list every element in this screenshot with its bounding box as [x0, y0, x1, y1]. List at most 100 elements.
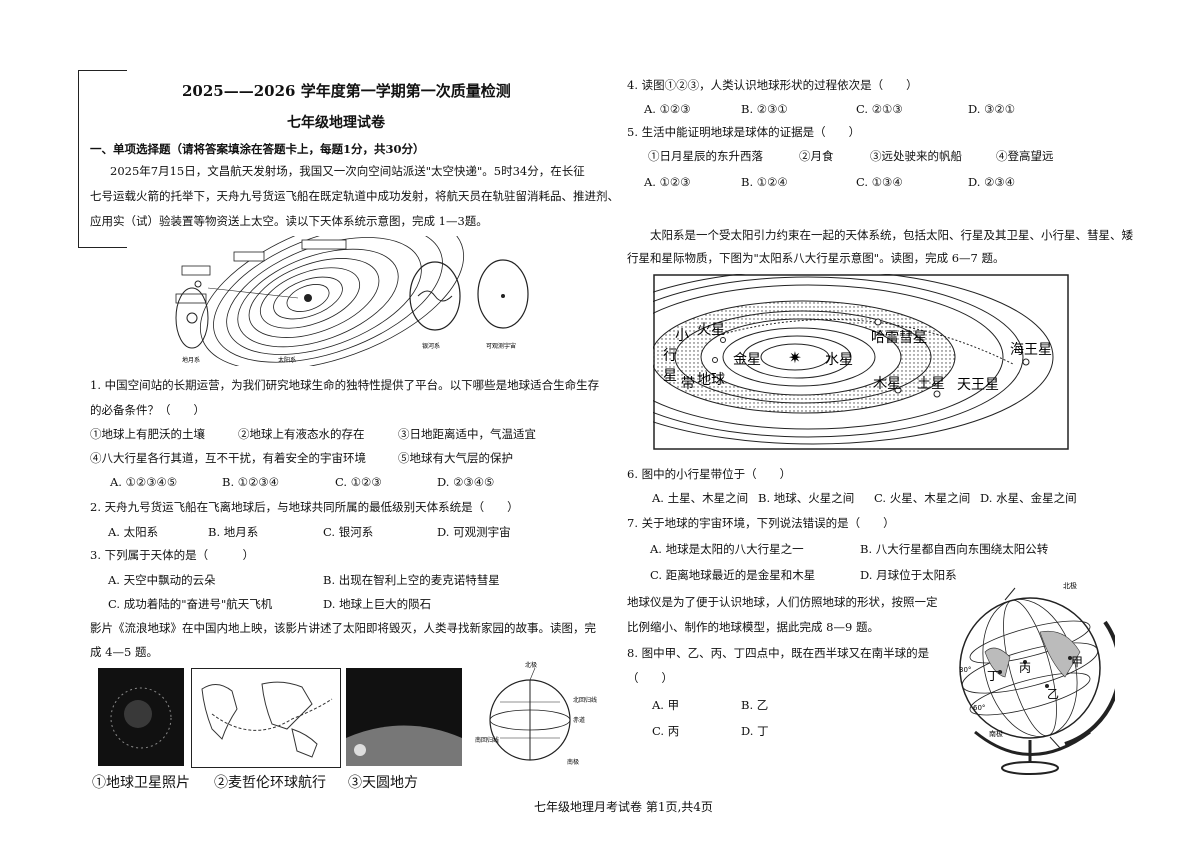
q4-stem: 4. 读图①②③，人类认识地球形状的过程依次是（ ） — [627, 78, 918, 92]
q1-condition-4: ④八大行星各行其道，互不干扰，有着安全的宇宙环境 — [90, 451, 366, 465]
latitude-globe-figure: 北极 南极 赤道 北回归线 南回归线 — [475, 661, 597, 766]
q6-option-c[interactable]: C. 火星、木星之间 — [874, 491, 971, 505]
q3-option-a[interactable]: A. 天空中飘动的云朵 — [108, 573, 216, 587]
q5-option-c[interactable]: C. ①③④ — [856, 175, 903, 189]
q5-option-b[interactable]: B. ①②④ — [741, 175, 788, 189]
intro-line-1: 2025年7月15日，文昌航天发射场，我国又一次向空间站派送"太空快递"。5时3… — [110, 164, 585, 178]
sky-dome-image — [346, 668, 462, 766]
globe2-label-tropic-cancer: 北回归线 — [573, 696, 597, 704]
globe-label-bing: 丙 — [1019, 661, 1031, 675]
intro-line-3: 应用实（试）验装置等物资送上太空。读以下天体系统示意图，完成 1—3题。 — [90, 214, 488, 228]
jupiter-label: 木星 — [873, 376, 901, 392]
q7-option-b[interactable]: B. 八大行星都自西向东围绕太阳公转 — [860, 542, 1049, 556]
q3-option-c[interactable]: C. 成功着陆的"奋进号"航天飞机 — [108, 597, 273, 611]
mercury-label: 水星 — [825, 352, 853, 368]
q1-option-b[interactable]: B. ①②③④ — [222, 475, 280, 489]
earth-satellite-photo — [98, 668, 184, 766]
q5-evidence-3: ③远处驶来的帆船 — [870, 149, 962, 163]
intro-line-2: 七号运载火箭的托举下，天舟九号货运飞船在既定轨道中成功发射，将航天员在轨驻留消耗… — [90, 189, 619, 203]
caption-sky-dome: ③天圆地方 — [348, 775, 418, 791]
globe-label-south: 南极 — [989, 729, 1003, 738]
q2-option-b[interactable]: B. 地月系 — [208, 525, 259, 539]
caption-magellan: ②麦哲伦环球航行 — [214, 775, 326, 791]
sun-icon: ✷ — [788, 348, 801, 367]
q3-option-d[interactable]: D. 地球上巨大的陨石 — [323, 597, 432, 611]
q4-option-d[interactable]: D. ③②① — [968, 102, 1016, 116]
q4-option-a[interactable]: A. ①②③ — [644, 102, 691, 116]
q2-option-a[interactable]: A. 太阳系 — [108, 525, 159, 539]
q7-option-c[interactable]: C. 距离地球最近的是金星和木星 — [650, 568, 816, 582]
fig1-label-earth-moon: 地月系 — [182, 356, 200, 364]
q1-condition-1: ①地球上有肥沃的土壤 — [90, 427, 205, 441]
venus-label: 金星 — [733, 352, 761, 368]
halley-comet-label: 哈雷彗星 — [871, 330, 927, 346]
globe-label-ding: 丁 — [987, 669, 999, 683]
q1-stem-1: 1. 中国空间站的长期运营，为我们研究地球生命的独特性提供了平台。以下哪些是地球… — [90, 378, 600, 392]
q1-option-d[interactable]: D. ②③④⑤ — [437, 475, 495, 489]
q8-option-a[interactable]: A. 甲 — [652, 698, 680, 712]
q2-option-c[interactable]: C. 银河系 — [323, 525, 374, 539]
passage2-line-1: 影片《流浪地球》在中国内地上映，该影片讲述了太阳即将毁灭，人类寻找新家园的故事。… — [90, 621, 596, 635]
page-footer: 七年级地理月考试卷 第1页,共4页 — [534, 800, 713, 814]
q1-stem-2: 的必备条件？（ ） — [90, 403, 205, 417]
exam-title: 2025——2026 学年度第一学期第一次质量检测 — [182, 82, 511, 100]
q7-option-a[interactable]: A. 地球是太阳的八大行星之一 — [650, 542, 804, 556]
q8-option-c[interactable]: C. 丙 — [652, 724, 680, 738]
globe-figure: 北极 南极 甲 乙 丙 丁 30° 60° — [959, 582, 1115, 775]
q6-option-b[interactable]: B. 地球、火星之间 — [758, 491, 855, 505]
q7-option-d[interactable]: D. 月球位于太阳系 — [860, 568, 957, 582]
globe2-label-north: 北极 — [525, 661, 537, 669]
q7-stem: 7. 关于地球的宇宙环境，下列说法错误的是（ ） — [627, 516, 895, 530]
q3-option-b[interactable]: B. 出现在智利上空的麦克诺特彗星 — [323, 573, 500, 587]
caption-satellite: ①地球卫星照片 — [92, 775, 190, 791]
earth-label: 地球 — [697, 372, 725, 388]
q6-option-a[interactable]: A. 土星、木星之间 — [652, 491, 749, 505]
q6-option-d[interactable]: D. 水星、金星之间 — [980, 491, 1077, 505]
passage4-line-2: 比例缩小、制作的地球模型，据此完成 8—9 题。 — [627, 620, 879, 634]
q5-evidence-2: ②月食 — [799, 149, 834, 163]
q5-option-d[interactable]: D. ②③④ — [968, 175, 1016, 189]
globe2-label-tropic-capricorn: 南回归线 — [475, 736, 499, 744]
globe-label-north: 北极 — [1063, 582, 1077, 590]
q6-stem: 6. 图中的小行星带位于（ ） — [627, 467, 792, 481]
globe2-label-equator: 赤道 — [573, 716, 585, 724]
globe2-label-south: 南极 — [567, 758, 579, 766]
q5-evidence-1: ①日月星辰的东升西落 — [648, 149, 763, 163]
globe-label-lat30: 30° — [959, 666, 971, 674]
exam-subtitle: 七年级地理试卷 — [287, 115, 385, 131]
q5-option-a[interactable]: A. ①②③ — [644, 175, 691, 189]
magellan-map — [191, 668, 341, 768]
q8-option-b[interactable]: B. 乙 — [741, 698, 769, 712]
q8-blank: （ ） — [627, 671, 673, 685]
celestial-systems-figure: 地月系 太阳系 银河系 可观测宇宙 — [175, 236, 529, 366]
fig1-label-universe: 可观测宇宙 — [486, 342, 516, 350]
passage3-line-1: 太阳系是一个受太阳引力约束在一起的天体系统，包括太阳、行星及其卫星、小行星、彗星… — [650, 228, 1133, 242]
asteroid-label-4: 带 — [681, 376, 695, 392]
q5-evidence-4: ④登高望远 — [996, 149, 1054, 163]
passage4-line-1: 地球仪是为了便于认识地球，人们仿照地球的形状，按照一定 — [627, 595, 938, 609]
q4-option-b[interactable]: B. ②③① — [741, 102, 788, 116]
mars-label: 火星 — [697, 322, 725, 338]
globe-label-lat60: 60° — [973, 704, 985, 712]
q1-condition-3: ③日地距离适中，气温适宜 — [398, 427, 536, 441]
q8-option-d[interactable]: D. 丁 — [741, 724, 769, 738]
q1-condition-5: ⑤地球有大气层的保护 — [398, 451, 513, 465]
q2-option-d[interactable]: D. 可观测宇宙 — [437, 525, 511, 539]
q1-option-a[interactable]: A. ①②③④⑤ — [110, 475, 178, 489]
passage2-line-2: 成 4—5 题。 — [90, 645, 158, 659]
solar-system-figure: ✷ 小 行 星 带 火星 金星 水星 地球 哈雷彗星 海王星 木星 土星 天王星 — [653, 274, 1069, 450]
margin-box — [78, 70, 127, 248]
globe-label-yi: 乙 — [1047, 687, 1059, 701]
saturn-label: 土星 — [917, 376, 945, 392]
globe-label-jia: 甲 — [1071, 655, 1083, 669]
uranus-label: 天王星 — [957, 377, 999, 393]
q8-stem: 8. 图中甲、乙、丙、丁四点中，既在西半球又在南半球的是 — [627, 646, 930, 660]
asteroid-label-3: 星 — [663, 368, 677, 384]
section-heading: 一、单项选择题（请将答案填涂在答题卡上，每题1分，共30分） — [90, 142, 425, 156]
passage3-line-2: 行星和星际物质，下图为"太阳系八大行星示意图"。读图，完成 6—7 题。 — [627, 251, 1005, 265]
q1-option-c[interactable]: C. ①②③ — [335, 475, 382, 489]
q1-condition-2: ②地球上有液态水的存在 — [238, 427, 365, 441]
q5-stem: 5. 生活中能证明地球是球体的证据是（ ） — [627, 125, 861, 139]
q4-option-c[interactable]: C. ②①③ — [856, 102, 903, 116]
neptune-label: 海王星 — [1010, 342, 1052, 358]
